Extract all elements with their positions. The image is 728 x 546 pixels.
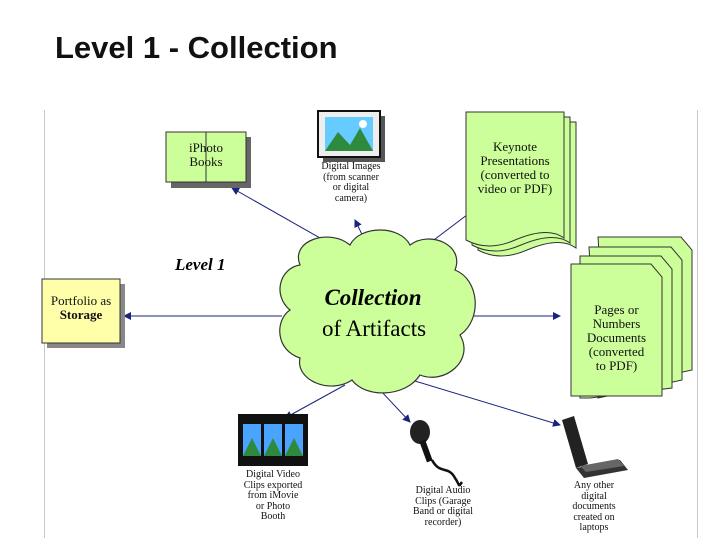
keynote-label-line4: video or PDF) bbox=[477, 181, 553, 197]
audio-label-line1: Digital Audio bbox=[415, 485, 471, 496]
arrow-to-video bbox=[284, 384, 346, 419]
pages-label-line5: to PDF) bbox=[595, 358, 638, 374]
page-title: Level 1 - Collection bbox=[55, 30, 338, 65]
audio-label: Digital Audio Clips (Garage Band or digi… bbox=[398, 485, 488, 528]
iphoto-label: iPhoto Books bbox=[166, 140, 246, 170]
video-label-line1: Digital Video bbox=[246, 469, 300, 480]
video-label-line3: from iMovie bbox=[247, 490, 299, 501]
digital-images-label-line4: camera) bbox=[334, 192, 368, 204]
video-label: Digital Video Clips exported from iMovie… bbox=[228, 469, 318, 523]
keynote-label-line3: (converted to bbox=[480, 167, 550, 183]
iphoto-label-line2: Books bbox=[189, 154, 223, 170]
pages-label-line2: Numbers bbox=[592, 316, 641, 332]
laptop-label: Any other digital documents created on l… bbox=[556, 480, 632, 534]
laptop-label-line1: Any other bbox=[573, 480, 615, 491]
level-label: Level 1 bbox=[175, 255, 226, 274]
digital-images-label: Digital Images (from scanner or digital … bbox=[305, 161, 397, 204]
video-filmstrip-icon bbox=[238, 414, 308, 466]
keynote-document-icon bbox=[465, 111, 577, 257]
laptop-label-line5: laptops bbox=[579, 522, 609, 533]
video-label-line4: or Photo bbox=[255, 500, 291, 512]
arrow-to-audio bbox=[379, 389, 411, 423]
center-label-line1: Collection bbox=[324, 285, 422, 310]
laptop-label-line4: created on bbox=[573, 511, 615, 523]
audio-label-line2: Clips (Garage bbox=[415, 495, 471, 507]
video-label-line2: Clips exported bbox=[243, 479, 303, 491]
portfolio-label: Portfolio as Storage bbox=[42, 293, 120, 323]
digital-images-label-line1: Digital Images bbox=[321, 161, 381, 172]
keynote-label-line1: Keynote bbox=[492, 139, 538, 154]
digital-images-label-line3: or digital bbox=[332, 182, 370, 193]
portfolio-box bbox=[41, 278, 125, 348]
portfolio-label-line2: Storage bbox=[59, 307, 103, 323]
iphoto-label-line1: iPhoto bbox=[189, 140, 223, 155]
digital-image-icon bbox=[317, 110, 385, 162]
audio-label-line4: recorder) bbox=[424, 516, 462, 528]
audio-label-line3: Band or digital bbox=[413, 506, 473, 517]
portfolio-label-line1: Portfolio as bbox=[50, 293, 112, 308]
pages-document-icon bbox=[570, 236, 693, 399]
pages-label-line4: (converted bbox=[588, 344, 645, 360]
collection-cloud bbox=[279, 229, 476, 394]
center-label-line2: of Artifacts bbox=[321, 316, 427, 341]
laptop-label-line2: digital bbox=[581, 490, 607, 502]
pages-label-line1: Pages or bbox=[594, 302, 639, 317]
arrow-to-laptop bbox=[404, 377, 561, 427]
keynote-label-line2: Presentations bbox=[480, 153, 550, 169]
keynote-label: Keynote Presentations (converted to vide… bbox=[466, 139, 564, 197]
pages-label-line3: Documents bbox=[586, 330, 647, 346]
laptop-icon bbox=[562, 416, 628, 478]
pages-label: Pages or Numbers Documents (converted to… bbox=[571, 302, 662, 374]
video-label-line5: Booth bbox=[260, 511, 286, 522]
iphoto-book-icon bbox=[165, 131, 251, 188]
digital-images-label-line2: (from scanner bbox=[323, 171, 379, 183]
laptop-label-line3: documents bbox=[572, 501, 616, 512]
microphone-icon bbox=[410, 420, 464, 487]
